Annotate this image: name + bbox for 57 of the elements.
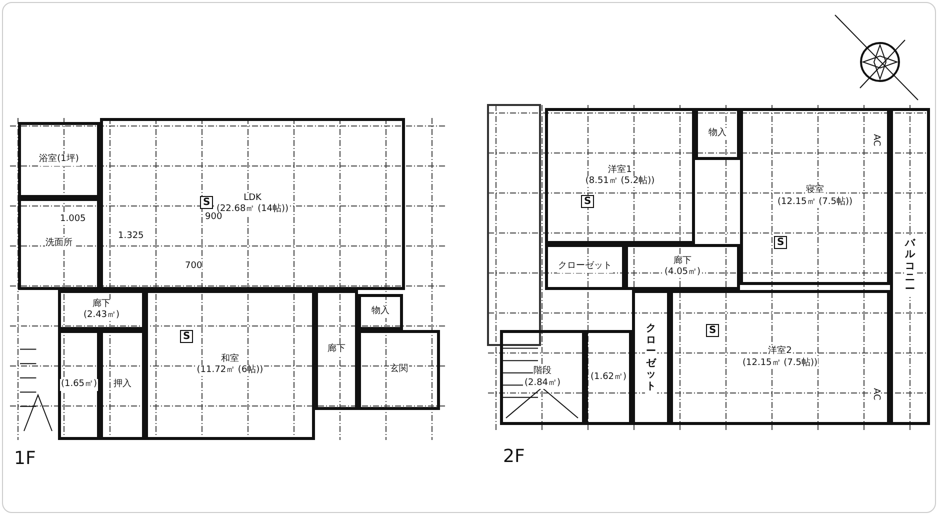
room-label: 洗面所 (44, 238, 74, 250)
hallway-box (58, 290, 145, 330)
floor-label: 1F (14, 448, 36, 469)
room-label: 物入 (370, 306, 390, 318)
dimension-label: 1.325 (118, 231, 144, 241)
room-label: 洋室1 (607, 164, 633, 176)
washroom-box (18, 198, 100, 290)
bedroom-box (740, 108, 890, 285)
room-label: (11.72㎡ (6帖)) (196, 365, 264, 376)
closet-box (100, 330, 145, 440)
room-label: (1.62㎡) (589, 372, 628, 384)
entrance-box (358, 330, 440, 410)
hallway-box (625, 244, 740, 290)
room-label: 浴室(1坪) (38, 154, 80, 166)
living-room-box (100, 118, 405, 290)
s-symbol: S (180, 330, 194, 343)
ac-label: AC (871, 134, 881, 146)
dimension-label: 1.005 (60, 214, 86, 224)
s-symbol: S (706, 324, 720, 337)
toilet-box (58, 330, 100, 440)
toilet-box (585, 330, 632, 425)
room-label: 廊下 (672, 256, 692, 267)
room-label: (2.84㎡) (523, 378, 562, 389)
room-label: 階段 (532, 366, 552, 378)
room-label: LDK (242, 192, 262, 204)
room-label: クローゼット (557, 261, 613, 273)
staircase-box (500, 330, 585, 425)
closet-box (545, 244, 625, 290)
tatami-room-box (145, 290, 315, 440)
room-label: 物入 (708, 128, 728, 140)
s-symbol: S (200, 196, 214, 209)
bedroom-box (670, 290, 890, 425)
room-label: (12.15㎡ (7.5帖)) (776, 196, 854, 208)
balcony-box (890, 108, 930, 425)
room-label: バルコニー (904, 236, 916, 298)
s-symbol: S (581, 195, 594, 208)
room-label: クローゼット (644, 321, 658, 394)
room-label: (8.51㎡ (5.2帖)) (584, 176, 656, 188)
ac-label: AC (871, 388, 881, 400)
room-label: (2.43㎡) (82, 310, 121, 322)
room-label: 和室 (220, 354, 240, 365)
room-label: 寝室 (805, 185, 825, 196)
floor-label: 2F (503, 446, 525, 467)
room-label: 廊下 (326, 344, 346, 356)
bedroom-box (545, 108, 695, 244)
storage-box (695, 108, 740, 160)
storage-box (358, 294, 403, 330)
s-symbol: S (774, 236, 788, 249)
closet-box (632, 290, 670, 425)
room-label: (1.65㎡) (60, 379, 98, 391)
room-label: 廊下 (92, 298, 112, 310)
room-label: (12.15㎡ (7.5帖)) (742, 358, 818, 369)
dimension-label: 700 (185, 261, 202, 271)
bathroom-box (18, 122, 100, 198)
hallway-box (315, 290, 358, 410)
room-label: 洋室2 (767, 346, 793, 358)
room-label: (4.05㎡) (663, 267, 702, 278)
